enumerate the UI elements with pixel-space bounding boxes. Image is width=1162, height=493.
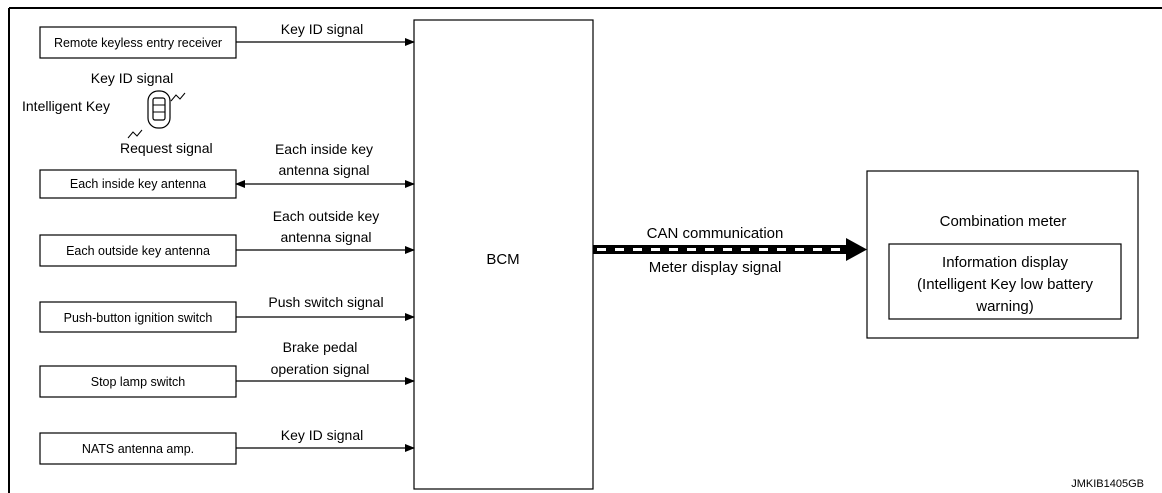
remote-keyless-entry-receiver-label: Remote keyless entry receiver <box>54 36 222 50</box>
push-button-ignition-switch-box <box>39 301 237 333</box>
each-inside-key-antenna-label: Each inside key antenna <box>70 177 206 191</box>
push-switch-signal-label: Push switch signal <box>268 294 383 310</box>
intelligent-key-in-signal-label: Request signal <box>120 140 213 156</box>
outside-key-antenna-signal-label-line2: antenna signal <box>280 229 371 245</box>
information-display-box <box>888 243 1122 320</box>
information-display-label-line1: Information display <box>942 254 1068 271</box>
bcm-box <box>413 19 594 490</box>
key-id-signal-label-2: Key ID signal <box>281 427 363 443</box>
meter-display-signal-label: Meter display signal <box>649 259 782 276</box>
figure-code: JMKIB1405GB <box>1071 478 1144 490</box>
nats-antenna-amp-label: NATS antenna amp. <box>82 442 194 456</box>
stop-lamp-switch-label: Stop lamp switch <box>91 375 186 389</box>
key-id-signal-label-1: Key ID signal <box>281 21 363 37</box>
each-outside-key-antenna-label: Each outside key antenna <box>66 244 210 258</box>
information-display-label-line3: warning) <box>975 298 1034 315</box>
bcm-label: BCM <box>486 251 519 268</box>
stop-lamp-switch-box <box>39 365 237 398</box>
remote-keyless-entry-receiver-box <box>39 26 237 59</box>
each-outside-key-antenna-box <box>39 234 237 267</box>
can-communication-arrowhead <box>846 238 867 261</box>
nats-antenna-amp-box <box>39 432 237 465</box>
intelligent-key-fob-icon <box>147 90 171 129</box>
brake-pedal-signal-label-line2: operation signal <box>271 361 370 377</box>
brake-pedal-signal-label-line1: Brake pedal <box>283 339 358 355</box>
information-display-label-line2: (Intelligent Key low battery <box>917 276 1093 293</box>
push-button-ignition-switch-label: Push-button ignition switch <box>64 311 213 325</box>
can-communication-line <box>593 245 848 254</box>
outside-key-antenna-signal-label-line1: Each outside key <box>273 208 380 224</box>
key-id-signal-wave-icon <box>170 92 186 102</box>
combination-meter-label: Combination meter <box>940 213 1067 230</box>
inside-key-antenna-signal-label-line1: Each inside key <box>275 141 373 157</box>
intelligent-key-label: Intelligent Key <box>22 98 110 114</box>
can-communication-label: CAN communication <box>647 225 784 242</box>
request-signal-wave-icon <box>127 129 143 139</box>
intelligent-key-out-signal-label: Key ID signal <box>91 70 173 86</box>
inside-key-antenna-signal-label-line2: antenna signal <box>278 162 369 178</box>
